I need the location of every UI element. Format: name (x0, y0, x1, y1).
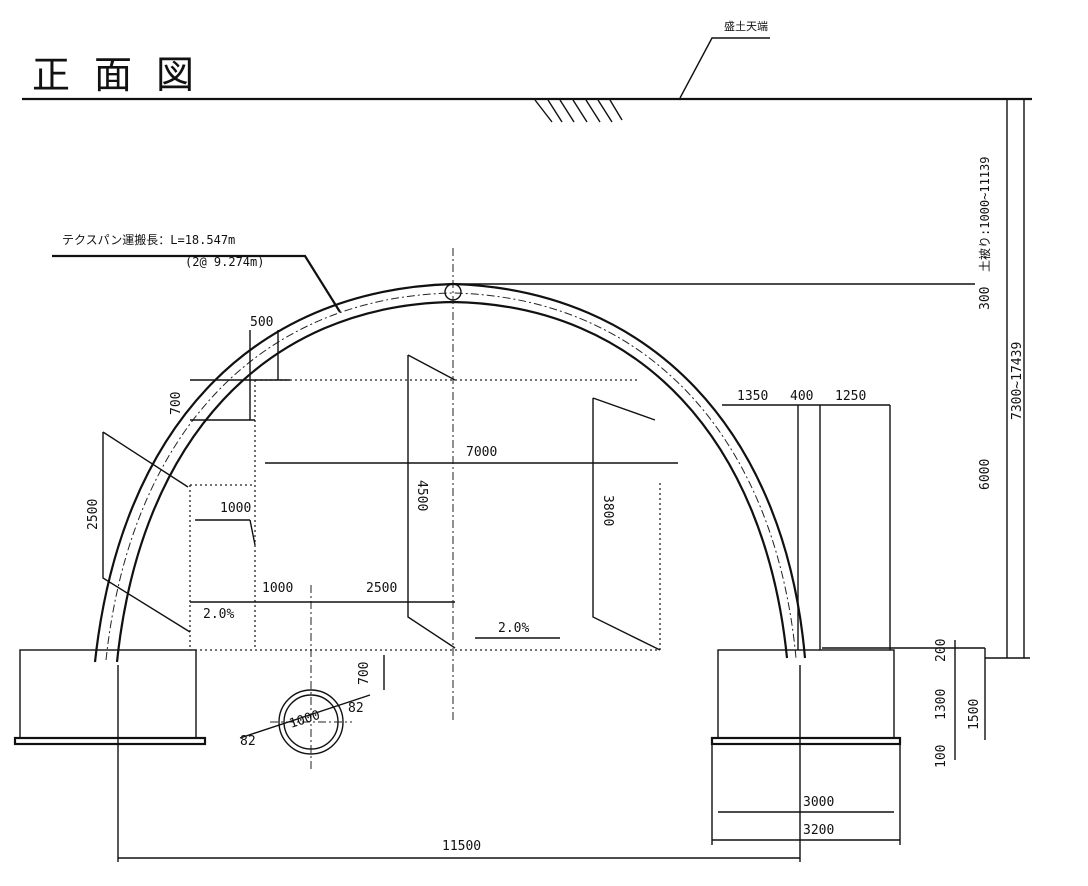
pipe-thickness-left: 82 (240, 734, 256, 749)
slope-left: 2.0% (203, 607, 234, 622)
dim-3800: 3800 (600, 495, 615, 526)
dim-4500: 4500 (414, 480, 429, 511)
pipe-diameter: 1000 (288, 708, 322, 732)
span-split-label: (2@ 9.274m) (185, 255, 264, 269)
road-clearance-envelope (189, 379, 661, 651)
dim-2500-left: 2500 (86, 499, 101, 530)
left-footing (13, 649, 207, 746)
dim-6000: 6000 (978, 459, 993, 490)
cover-range: 土被り:1000~11139 (978, 157, 992, 272)
dim-300: 300 (978, 287, 993, 310)
dim-1350: 1350 (737, 389, 768, 404)
dim-1000-bottom: 1000 (262, 581, 293, 596)
dim-400: 400 (790, 389, 813, 404)
drain-pipe (239, 585, 371, 770)
dim-700-pipe: 700 (357, 662, 372, 685)
soil-hatch-icon (534, 99, 623, 123)
arch-culvert (93, 282, 807, 663)
dim-1500: 1500 (967, 699, 982, 730)
dim-200: 200 (934, 639, 949, 662)
dim-total-height: 7300~17439 (1010, 342, 1025, 420)
dim-500: 500 (250, 315, 273, 330)
dim-700-left: 700 (169, 392, 184, 415)
dimension-lines (102, 99, 1030, 862)
slope-right: 2.0% (498, 621, 529, 636)
dim-7000: 7000 (466, 445, 497, 460)
drawing-title: 正面図 (32, 53, 218, 97)
dim-1300: 1300 (934, 689, 949, 720)
dim-3200: 3200 (803, 823, 834, 838)
dim-100: 100 (934, 745, 949, 768)
span-length-label: テクスパン運搬長：L=18.547m (62, 232, 235, 247)
dim-1250: 1250 (835, 389, 866, 404)
dim-11500: 11500 (442, 839, 481, 854)
pipe-thickness-right: 82 (348, 701, 364, 716)
right-footing (710, 649, 902, 746)
dim-2500-bottom: 2500 (366, 581, 397, 596)
leader-line (679, 37, 770, 99)
dim-3000: 3000 (803, 795, 834, 810)
fill-top-label: 盛土天端 (724, 19, 768, 33)
span-leader (52, 254, 341, 313)
dim-1000-top: 1000 (220, 501, 251, 516)
